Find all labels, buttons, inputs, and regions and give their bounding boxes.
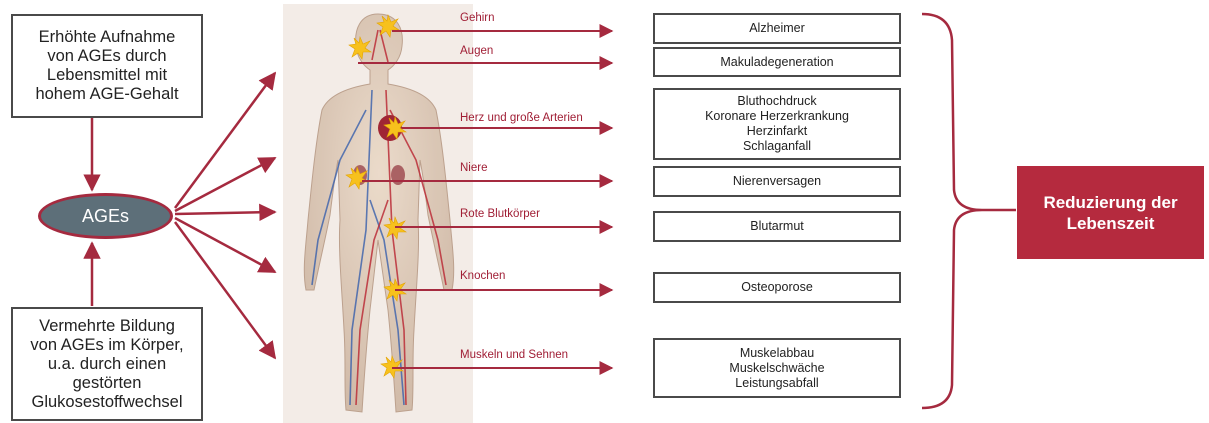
disease-box-brain: Alzheimer (653, 13, 901, 44)
disease-alzheimer: Alzheimer (749, 21, 805, 36)
disease-coronary: Koronare Herzerkrankung (705, 109, 849, 124)
disease-stroke: Schlaganfall (743, 139, 811, 154)
result-label: Reduzierung der Lebenszeit (1043, 192, 1177, 234)
disease-kidney-failure: Nierenversagen (733, 174, 821, 189)
human-body-figure (283, 4, 473, 423)
ages-label: AGEs (82, 206, 129, 227)
disease-box-blood: Blutarmut (653, 211, 901, 242)
disease-box-eyes: Makuladegeneration (653, 47, 901, 77)
organ-label-bones: Knochen (460, 270, 505, 282)
organ-label-brain: Gehirn (460, 12, 495, 24)
disease-box-heart: Bluthochdruck Koronare Herzerkrankung He… (653, 88, 901, 160)
disease-box-muscles: Muskelabbau Muskelschwäche Leistungsabfa… (653, 338, 901, 398)
intake-box: Erhöhte Aufnahme von AGEs durch Lebensmi… (11, 14, 203, 118)
disease-anemia: Blutarmut (750, 219, 804, 234)
disease-muscle-weakness: Muskelschwäche (729, 361, 824, 376)
formation-text: Vermehrte Bildung von AGEs im Körper, u.… (30, 317, 183, 412)
curly-bracket (922, 14, 982, 408)
organ-label-eyes: Augen (460, 45, 493, 57)
organ-label-kidney: Niere (460, 162, 487, 174)
disease-performance-drop: Leistungsabfall (735, 376, 818, 391)
disease-infarct: Herzinfarkt (747, 124, 807, 139)
disease-hypertension: Bluthochdruck (737, 94, 816, 109)
organ-label-blood: Rote Blutkörper (460, 208, 540, 220)
organ-label-heart: Herz und große Arterien (460, 112, 583, 124)
disease-macular: Makuladegeneration (720, 55, 833, 70)
result-box: Reduzierung der Lebenszeit (1017, 166, 1204, 259)
ages-ellipse: AGEs (38, 193, 173, 239)
disease-box-bones: Osteoporose (653, 272, 901, 303)
disease-box-kidney: Nierenversagen (653, 166, 901, 197)
disease-osteoporosis: Osteoporose (741, 280, 813, 295)
organ-label-muscles: Muskeln und Sehnen (460, 349, 568, 361)
formation-box: Vermehrte Bildung von AGEs im Körper, u.… (11, 307, 203, 421)
intake-text: Erhöhte Aufnahme von AGEs durch Lebensmi… (35, 28, 178, 104)
disease-muscle-loss: Muskelabbau (740, 346, 814, 361)
